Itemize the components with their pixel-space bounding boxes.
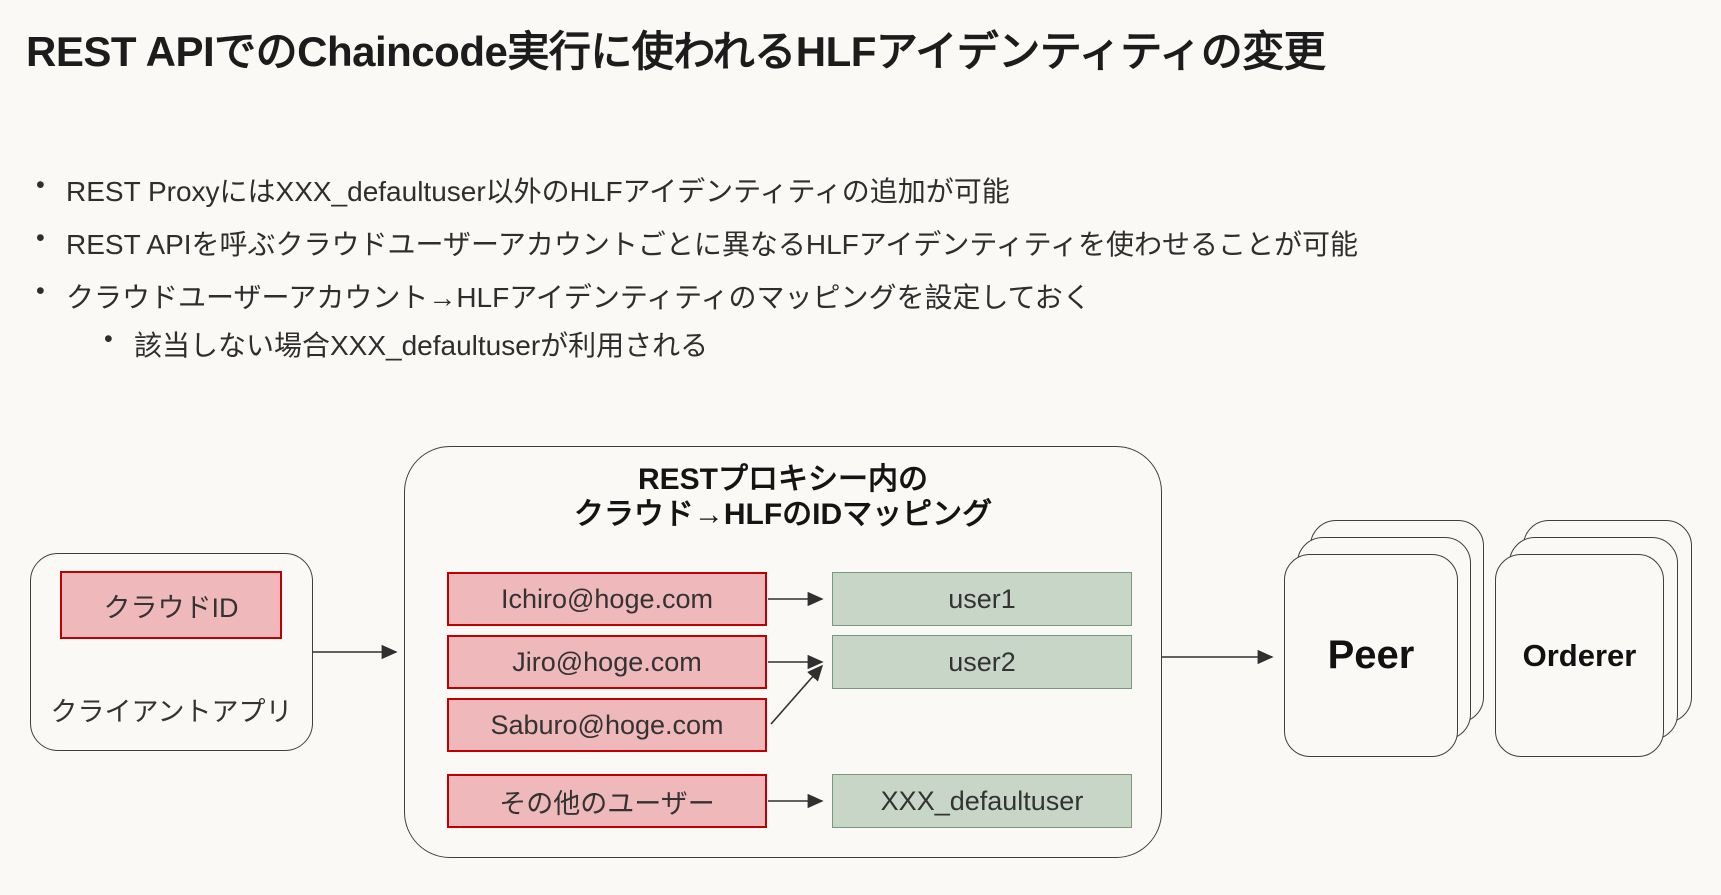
cloud-id-badge: クラウドID [60, 571, 282, 639]
peer-card-front: Peer [1284, 554, 1458, 757]
peer-label: Peer [1327, 633, 1415, 677]
bullet-item: クラウドユーザーアカウント→HLFアイデンティティのマッピングを設定しておく [36, 276, 1091, 316]
bullet-item: REST ProxyにはXXX_defaultuser以外のHLFアイデンティテ… [36, 170, 1010, 210]
cloud-user-cell: その他のユーザー [447, 774, 767, 828]
client-app-label: クライアントアプリ [50, 697, 293, 727]
hlf-identity-cell: user2 [832, 635, 1132, 689]
bullet-sub-item: 該当しない場合XXX_defaultuserが利用される [104, 324, 708, 364]
page-title: REST APIでのChaincode実行に使われるHLFアイデンティティの変更 [26, 28, 1326, 75]
rest-proxy-title: RESTプロキシー内の クラウド→HLFのIDマッピング [404, 462, 1162, 533]
bullet-item: REST APIを呼ぶクラウドユーザーアカウントごとに異なるHLFアイデンティテ… [36, 223, 1358, 263]
orderer-card-front: Orderer [1495, 554, 1664, 757]
cloud-user-cell: Jiro@hoge.com [447, 635, 767, 689]
orderer-label: Orderer [1522, 637, 1637, 673]
cloud-user-cell: Saburo@hoge.com [447, 698, 767, 752]
rest-proxy-title-line2: クラウド→HLFのIDマッピング [573, 498, 993, 532]
cloud-user-cell: Ichiro@hoge.com [447, 572, 767, 626]
hlf-identity-cell: user1 [832, 572, 1132, 626]
hlf-identity-cell: XXX_defaultuser [832, 774, 1132, 828]
rest-proxy-title-line1: RESTプロキシー内の [637, 463, 928, 496]
